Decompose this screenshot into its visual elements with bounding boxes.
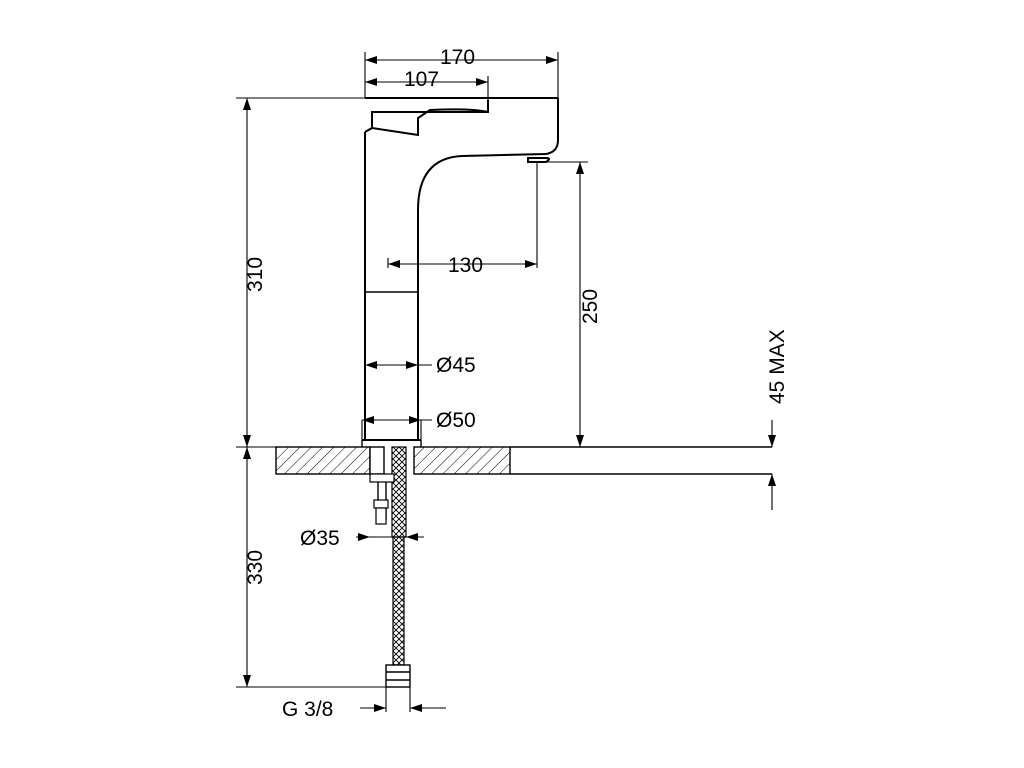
dim-below-deck: 330 <box>244 550 267 585</box>
dim-width-total: 170 <box>440 46 475 69</box>
shank-and-hoses <box>369 446 411 688</box>
dim-height-total: 310 <box>244 257 267 292</box>
dim-body-dia-upper: Ø45 <box>436 354 476 377</box>
dim-thread: G 3/8 <box>282 698 333 721</box>
dimension-lines <box>243 56 776 712</box>
dim-deck-max: 45 MAX <box>766 329 789 404</box>
faucet-outline <box>361 97 559 447</box>
countertop-section <box>275 446 772 475</box>
dim-width-lever: 107 <box>404 68 439 91</box>
dim-shank-dia: Ø35 <box>300 527 340 550</box>
dim-body-dia-base: Ø50 <box>436 409 476 432</box>
dim-spout-height: 250 <box>579 289 602 324</box>
extension-lines <box>236 52 588 712</box>
dim-spout-reach: 130 <box>448 254 483 277</box>
